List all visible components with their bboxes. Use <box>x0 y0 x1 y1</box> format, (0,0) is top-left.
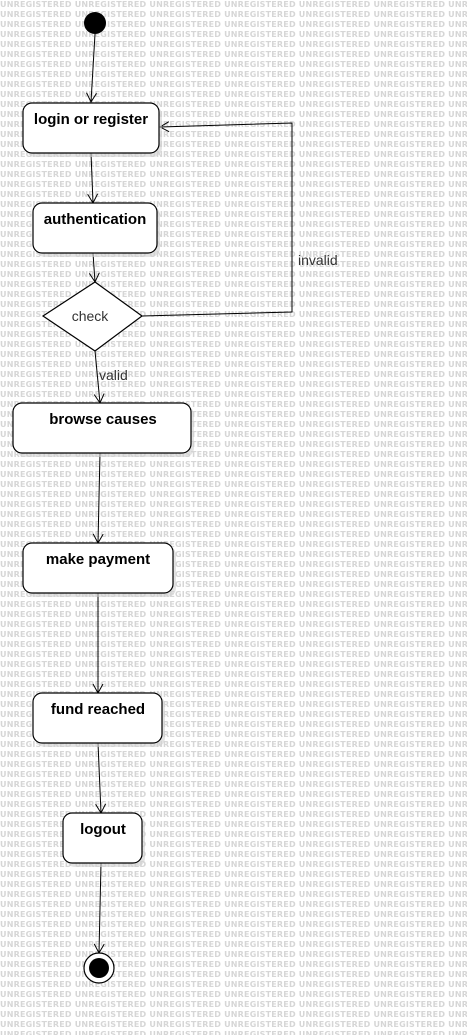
fund-label: fund reached <box>51 701 145 718</box>
payment-label: make payment <box>46 551 150 568</box>
invalid-label: invalid <box>298 252 338 268</box>
end-node <box>83 952 115 984</box>
authentication-label: authentication <box>44 211 147 228</box>
edge-check-browse <box>93 350 105 405</box>
edge-fund-logout <box>95 742 107 815</box>
node-browse-causes[interactable]: browse causes <box>12 402 194 457</box>
logout-label: logout <box>80 821 126 838</box>
node-fund-reached[interactable]: fund reached <box>32 692 165 747</box>
edge-auth-check <box>88 252 100 284</box>
check-label: check <box>72 308 110 324</box>
start-node <box>84 12 106 34</box>
node-login-or-register[interactable]: login or register <box>22 102 162 157</box>
node-logout[interactable]: logout <box>62 812 145 867</box>
node-authentication[interactable]: authentication <box>32 202 160 257</box>
browse-label: browse causes <box>49 411 157 428</box>
edge-login-auth <box>87 152 99 205</box>
edge-browse-payment <box>92 452 104 545</box>
valid-label: valid <box>99 367 128 383</box>
edge-logout-end <box>93 862 105 955</box>
edge-start-login <box>86 33 97 104</box>
decision-check[interactable]: check <box>41 281 144 352</box>
login-label: login or register <box>34 111 148 128</box>
edge-invalid-loop <box>141 121 293 317</box>
node-make-payment[interactable]: make payment <box>22 542 176 597</box>
